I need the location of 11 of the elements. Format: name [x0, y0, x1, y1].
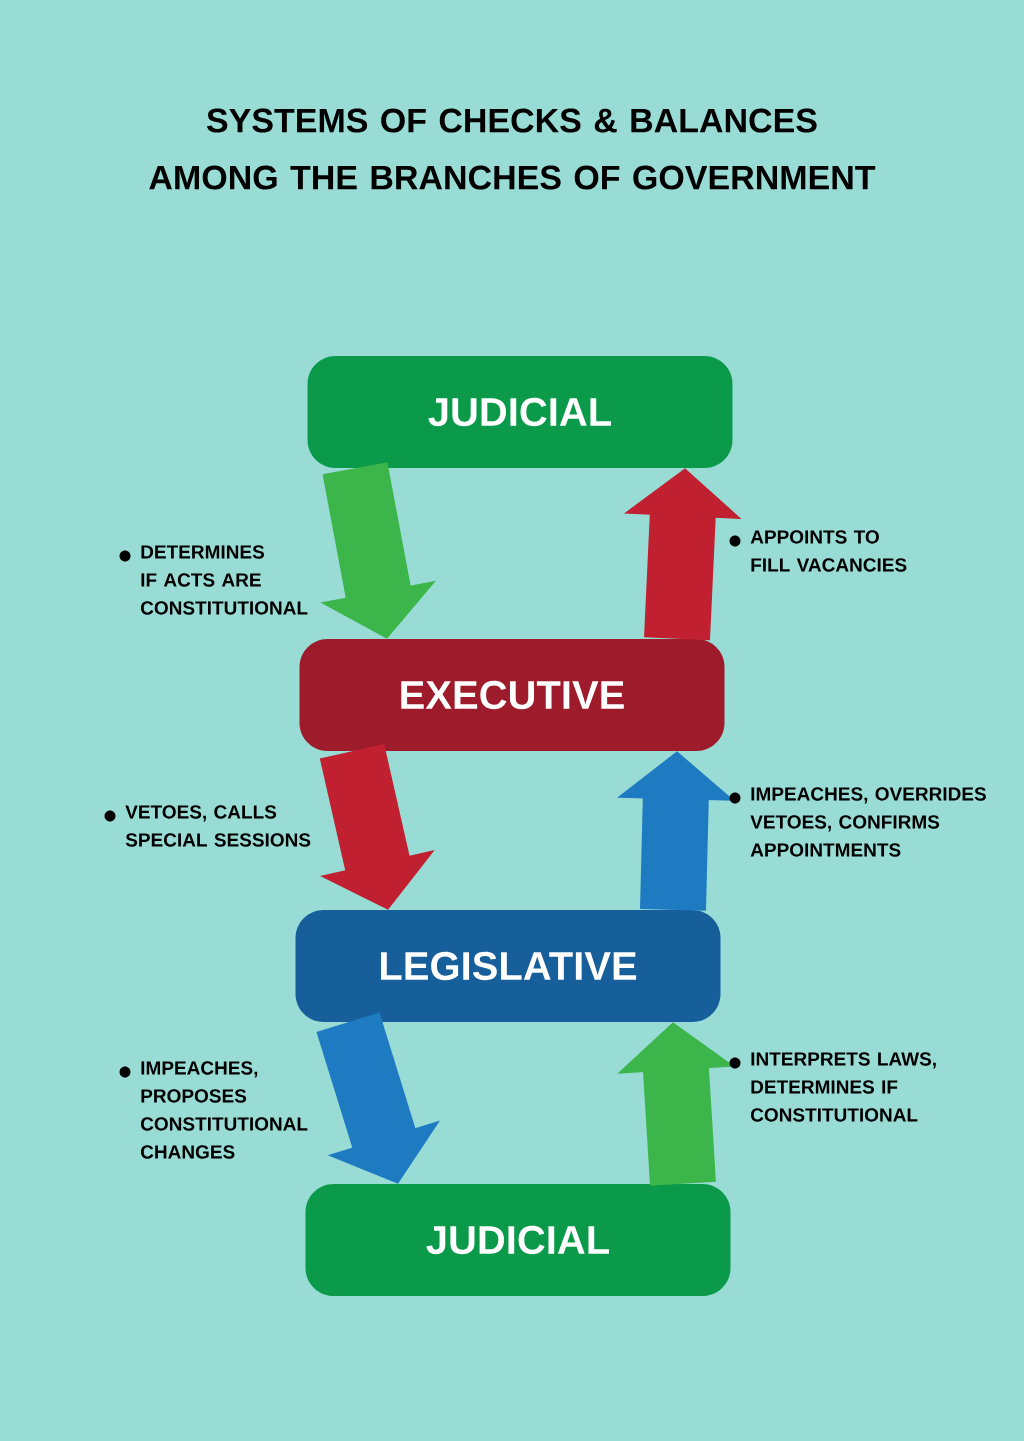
title: SYSTEMS OF CHECKS & BALANCES AMONG THE BRANCHES OF GOVERNMENT [149, 108, 876, 190]
edge-label: INTERPRETS LAWS, DETERMINES IF CONSTITUTIONAL [751, 1052, 936, 1122]
edge-label: APPOINTS TO FILL VACANCIES [750, 530, 907, 572]
branch-banner: LEGISLATIVE [295, 910, 721, 1022]
branch-banner: JUDICIAL [305, 1184, 731, 1296]
edge-label: VETOES, CALLS SPECIAL SESSIONS [125, 805, 311, 847]
edge-label: IMPEACHES, PROPOSES CONSTITUTIONAL CHANGES [141, 1061, 308, 1159]
branch-banner: JUDICIAL [307, 356, 733, 468]
branch-banner: EXECUTIVE [299, 639, 725, 751]
edge-label: DETERMINES IF ACTS ARE CONSTITUTIONAL [141, 545, 308, 615]
edge-label: IMPEACHES, OVERRIDES VETOES, CONFIRMS APPOINTMENTS [750, 787, 986, 857]
